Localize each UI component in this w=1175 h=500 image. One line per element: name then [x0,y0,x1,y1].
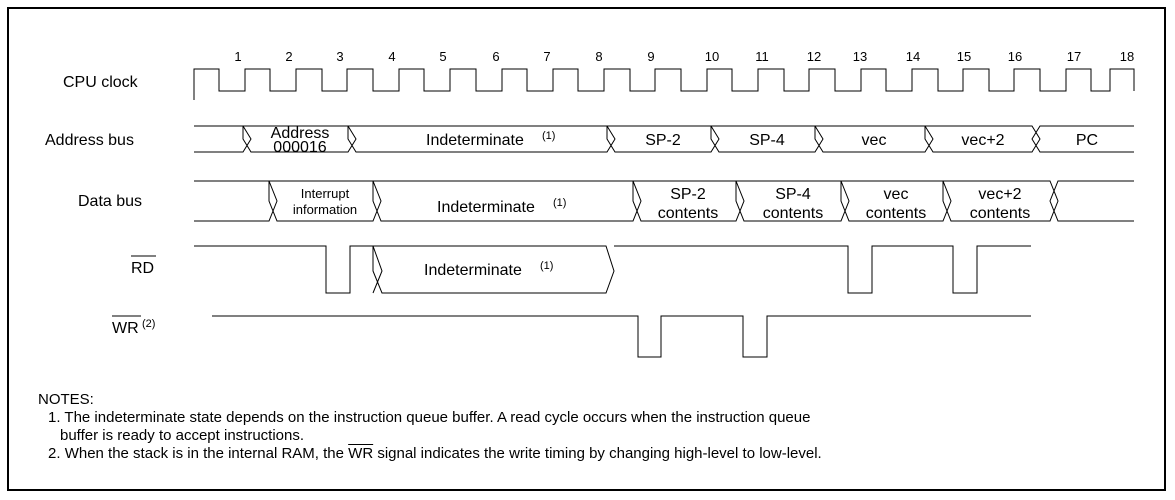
data-bus-vec2-contents: contents [970,205,1030,222]
wr-waveform [212,315,1031,358]
clock-number: 12 [807,49,821,64]
clock-number: 4 [388,49,395,64]
clock-number: 16 [1008,49,1022,64]
signal-label-cpu-clock: CPU clock [63,74,139,91]
note-2-wr-signal: WR [348,445,374,462]
clock-number: 11 [755,49,769,64]
address-bus-indeterminate-superscript: (1) [542,130,555,142]
note-1: 1. The indeterminate state depends on th… [38,409,822,445]
cpu-clock-waveform [193,68,1135,100]
clock-number: 1 [234,49,241,64]
note-1-text-line2: buffer is ready to accept instructions. [60,427,305,444]
note-2-number: 2. [48,445,61,462]
clock-number: 5 [439,49,446,64]
data-bus-vec-contents: contents [866,205,926,222]
address-bus-address-label: Address [271,125,330,142]
note-1-text-line1: The indeterminate state depends on the i… [64,409,811,426]
note-2: 2. When the stack is in the internal RAM… [38,445,822,463]
clock-number: 13 [853,49,867,64]
clock-number: 3 [336,49,343,64]
data-bus-indeterminate-superscript: (1) [553,197,566,209]
clock-number: 9 [647,49,654,64]
diagram-frame [7,7,1166,491]
clock-number: 8 [595,49,602,64]
clock-number: 18 [1120,49,1134,64]
rd-indeterminate: Indeterminate [424,262,522,279]
address-bus-indeterminate: Indeterminate [426,132,524,149]
clock-number: 15 [957,49,971,64]
notes-section: NOTES: 1. The indeterminate state depend… [38,391,822,463]
clock-number: 10 [705,49,719,64]
rd-waveform [194,245,1031,294]
data-bus-indeterminate: Indeterminate [437,199,535,216]
address-bus-vec2: vec+2 [961,132,1004,149]
rd-indeterminate-superscript: (1) [540,260,553,272]
address-bus-vec: vec [862,132,887,149]
note-2-text-start: When the stack is in the internal RAM, t… [64,445,349,462]
address-bus-address-value: 000016 [273,139,326,156]
address-bus-pc: PC [1076,132,1098,149]
clock-number: 17 [1067,49,1081,64]
signal-label-wr: WR [112,320,139,337]
signal-label-data-bus: Data bus [78,193,142,210]
data-bus-vec2-label: vec+2 [978,186,1021,203]
clock-number: 7 [543,49,550,64]
address-bus-sp2: SP-2 [645,132,681,149]
data-bus-sp4-contents: contents [763,205,823,222]
clock-number: 6 [492,49,499,64]
data-bus-interrupt-label: Interrupt [301,186,350,201]
signal-label-rd: RD [131,260,154,277]
data-bus-waveform [194,180,1134,222]
timing-diagram: 1 2 3 4 5 6 7 8 9 10 11 12 13 14 15 16 1… [45,49,1135,358]
data-bus-sp2-contents: contents [658,205,718,222]
signal-label-wr-superscript: (2) [142,318,155,330]
data-bus-sp2-label: SP-2 [670,186,706,203]
note-1-number: 1. [48,409,61,426]
data-bus-sp4-label: SP-4 [775,186,811,203]
clock-number: 14 [906,49,920,64]
address-bus-waveform [194,125,1134,153]
signal-label-address-bus: Address bus [45,132,134,149]
notes-title: NOTES: [38,391,94,408]
data-bus-interrupt-information: information [293,202,357,217]
data-bus-vec-label: vec [884,186,909,203]
note-2-text-end: signal indicates the write timing by cha… [373,445,822,462]
clock-number: 2 [285,49,292,64]
address-bus-sp4: SP-4 [749,132,785,149]
